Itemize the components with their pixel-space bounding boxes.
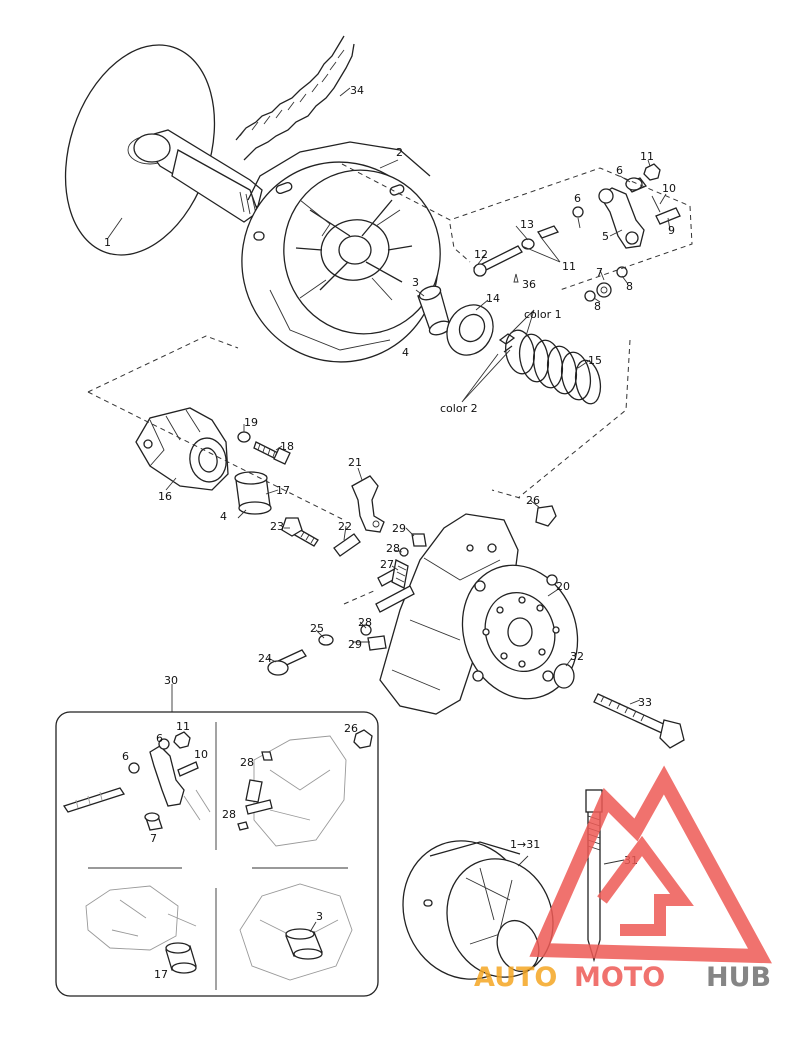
label-4a: 4 — [402, 346, 409, 359]
label-8b: 8 — [594, 300, 601, 313]
inset-label-28b: 28 — [222, 808, 236, 821]
label-1-to-31: 1→31 — [510, 838, 540, 851]
inset-label-7: 7 — [150, 832, 157, 845]
label-11b: 11 — [562, 260, 576, 273]
spring-15 — [498, 329, 602, 405]
label-23: 23 — [270, 520, 284, 533]
label-20: 20 — [556, 580, 570, 593]
drive-belt — [235, 35, 355, 161]
label-26: 26 — [526, 494, 540, 507]
bushing-3 — [417, 285, 452, 336]
label-36: 36 — [522, 278, 536, 291]
label-9: 9 — [668, 224, 675, 237]
roller-arm-21 — [351, 475, 385, 533]
label-6b: 6 — [616, 164, 623, 177]
label-8a: 8 — [626, 280, 633, 293]
fixed-sheave — [64, 44, 263, 256]
inset-label-10: 10 — [194, 748, 208, 761]
label-18: 18 — [280, 440, 294, 453]
label-19: 19 — [244, 416, 258, 429]
label-32: 32 — [570, 650, 584, 663]
label-12: 12 — [474, 248, 488, 261]
automotohub-watermark: AUTO MOTO HUB — [474, 765, 772, 993]
seal-14 — [446, 304, 494, 356]
cam-arm-assembly — [473, 163, 681, 302]
watermark-hub: HUB — [706, 962, 771, 993]
label-24: 24 — [258, 652, 272, 665]
label-28a: 28 — [386, 542, 400, 555]
pin-22 — [333, 533, 361, 557]
label-29a: 29 — [392, 522, 406, 535]
watermark-moto: MOTO — [574, 962, 665, 993]
label-11: 11 — [640, 150, 654, 163]
label-4b: 4 — [220, 510, 227, 523]
label-30: 30 — [164, 674, 178, 687]
cam-16 — [135, 407, 229, 491]
dashed-guidelines — [87, 163, 693, 605]
label-10: 10 — [662, 182, 676, 195]
inset-label-17: 17 — [154, 968, 168, 981]
label-13: 13 — [520, 218, 534, 231]
label-28b: 28 — [358, 616, 372, 629]
inset-kit-30 — [55, 711, 379, 997]
inset-label-11: 11 — [176, 720, 190, 733]
label-5: 5 — [602, 230, 609, 243]
bushing-17 — [234, 471, 272, 515]
small-parts-24-29 — [267, 505, 685, 749]
label-14: 14 — [486, 292, 500, 305]
label-17: 17 — [276, 484, 290, 497]
inset-label-6a: 6 — [122, 750, 129, 763]
label-29b: 29 — [348, 638, 362, 651]
label-7: 7 — [596, 266, 603, 279]
label-25: 25 — [310, 622, 324, 635]
movable-sheave-housing — [241, 141, 441, 363]
leader-lines — [107, 87, 671, 712]
inset-label-6b: 6 — [156, 732, 163, 745]
assembled-clutch — [402, 840, 554, 980]
label-16: 16 — [158, 490, 172, 503]
inset-labels: 6 6 11 10 7 26 28 28 17 3 — [122, 720, 358, 981]
label-1: 1 — [104, 236, 111, 249]
label-6: 6 — [574, 192, 581, 205]
label-3: 3 — [412, 276, 419, 289]
label-22: 22 — [338, 520, 352, 533]
label-27: 27 — [380, 558, 394, 571]
spider-hub-20 — [375, 513, 579, 715]
label-color-2: color 2 — [440, 402, 478, 415]
label-2: 2 — [396, 146, 403, 159]
label-21: 21 — [348, 456, 362, 469]
inset-label-28a: 28 — [240, 756, 254, 769]
watermark-auto: AUTO — [474, 962, 557, 993]
label-33: 33 — [638, 696, 652, 709]
label-15: 15 — [588, 354, 602, 367]
inset-label-3: 3 — [316, 910, 323, 923]
inset-label-26: 26 — [344, 722, 358, 735]
screw-18-washer-19 — [237, 431, 291, 465]
screw-23 — [281, 517, 319, 547]
label-34: 34 — [350, 84, 364, 97]
label-color-1: color 1 — [524, 308, 562, 321]
